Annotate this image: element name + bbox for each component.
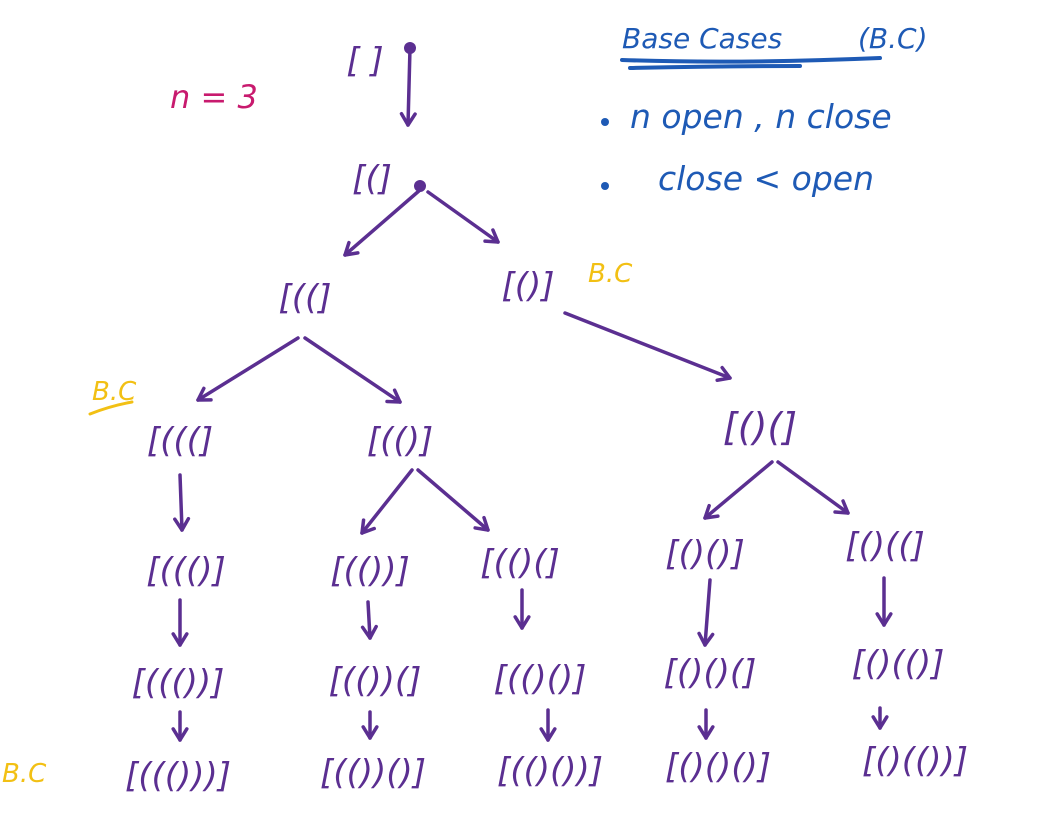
arrow-head-icon [483, 228, 500, 244]
arrow-head-icon [399, 111, 417, 127]
tree-node-l5e: [()(()] [852, 644, 945, 684]
arrow-head-icon [875, 612, 893, 627]
arrow-head-icon [697, 631, 715, 647]
tree-node-l6a: [((()))] [125, 756, 231, 796]
arrow-head-icon [360, 624, 378, 640]
bullet-dot [601, 182, 609, 190]
tree-edge-l2a-l3b [303, 336, 402, 404]
arrow-head-icon [539, 727, 557, 742]
arrow-head-icon [171, 727, 189, 742]
tree-edge-l3c-l4e [776, 460, 850, 515]
tree-node-l5b: [(())(] [329, 661, 422, 701]
branch-dot [414, 180, 426, 192]
tree-node-root: [ ] [346, 41, 383, 81]
arrow-head-icon [871, 715, 889, 730]
arrow-head-icon [703, 503, 720, 520]
arrow-head-icon [173, 516, 191, 532]
base-case-item-2: close < open [658, 159, 874, 198]
base-cases-abbrev: (B.C) [858, 22, 928, 55]
arrow-head-icon [833, 499, 850, 515]
tree-node-l2b: [()] [501, 266, 554, 306]
arrow-head-icon [473, 515, 490, 532]
tree-node-l4d: [()()] [665, 534, 745, 574]
arrow-head-icon [196, 386, 213, 402]
tree-nodes: [ ] [(] [((] [()] [(((] [(()] [()(] [((()] [(())… [125, 41, 968, 796]
tree-node-l1: [(] [352, 159, 392, 199]
arrow-head-icon [513, 615, 531, 630]
tree-node-l4e: [()((] [845, 526, 925, 566]
tree-node-l3c: [()(] [723, 405, 797, 449]
arrow-head-icon [697, 725, 715, 740]
arrow-head-icon [171, 632, 189, 647]
title-underline [620, 56, 882, 64]
base-cases-note: Base Cases (B.C) n open , n close close … [601, 22, 928, 198]
tree-node-l3a: [(((] [147, 421, 213, 461]
tree-node-l6e: [()(())] [862, 741, 968, 781]
tree-edge-l1-l2a [343, 188, 422, 257]
branch-dot [404, 42, 416, 54]
tree-node-l4c: [(()(] [480, 543, 560, 583]
base-case-underline [88, 400, 134, 416]
tree-node-l6b: [(())()] [320, 753, 426, 793]
tree-node-l5c: [(()()] [494, 659, 587, 699]
arrow-head-icon [360, 518, 376, 535]
tree-edge-l3c-l4d [703, 460, 774, 520]
tree-node-l6d: [()()()] [665, 747, 771, 787]
arrow-head-icon [343, 240, 360, 257]
tree-edges [171, 42, 893, 742]
n-value-label: n = 3 [170, 78, 258, 116]
base-cases-title: Base Cases [622, 22, 782, 55]
bullet-dot [601, 118, 609, 126]
tree-node-l3b: [(()] [367, 421, 433, 461]
arrow-head-icon [385, 388, 402, 404]
tree-edge-l3b-l4b [360, 468, 414, 535]
tree-node-l4b: [(())] [330, 551, 410, 591]
tree-edge-root-l1 [406, 46, 412, 127]
tree-edge-l3a-l4a [178, 473, 184, 532]
tree-edge-l4b-l5b [366, 600, 372, 640]
title-underline-2 [628, 64, 802, 70]
tree-edge-l2a-l3a [196, 336, 300, 402]
base-case-marks: B.CB.CB.C [2, 259, 633, 789]
base-case-mark-l6a: B.C [2, 759, 47, 789]
tree-edge-l4d-l5d [703, 578, 712, 647]
arrow-head-icon [715, 365, 732, 383]
arrow-head-icon [361, 725, 379, 740]
tree-edge-l3b-l4c [416, 468, 490, 532]
tree-node-l5a: [((())] [132, 663, 225, 703]
tree-edge-l1-l2b [426, 190, 500, 244]
tree-edge-l2b-l3c [563, 311, 732, 380]
tree-node-l2a: [((] [278, 278, 331, 318]
tree-node-l4a: [((()] [146, 551, 226, 591]
tree-node-l5d: [()()(] [664, 653, 757, 693]
base-case-mark-l2b: B.C [588, 259, 633, 289]
tree-node-l6c: [(()())] [497, 751, 603, 791]
base-case-item-1: n open , n close [630, 97, 892, 136]
